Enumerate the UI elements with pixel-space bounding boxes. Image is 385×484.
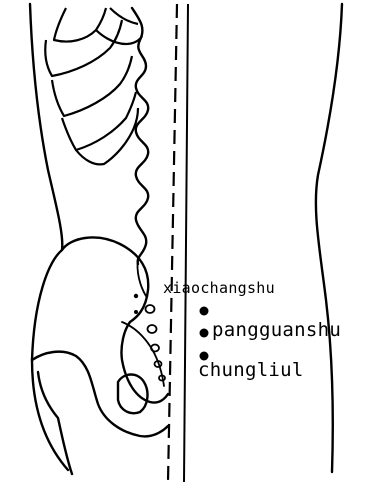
femur-head-left xyxy=(38,372,72,474)
label-xiaochangshu: xiaochangshu xyxy=(163,279,275,297)
label-chungliu: chungliul xyxy=(198,359,304,381)
spine xyxy=(132,8,148,264)
point-xiaochangshu xyxy=(200,307,209,316)
midline-dashed xyxy=(168,4,177,482)
rib-cage xyxy=(45,8,142,164)
label-pangguanshu: pangguanshu xyxy=(212,319,341,341)
sacrum-inner xyxy=(122,322,164,386)
ischium xyxy=(118,375,147,414)
pelvis-outline xyxy=(62,237,168,402)
point-pangguanshu xyxy=(200,329,209,338)
right-body-outline xyxy=(316,4,342,472)
reference-line xyxy=(184,4,188,482)
